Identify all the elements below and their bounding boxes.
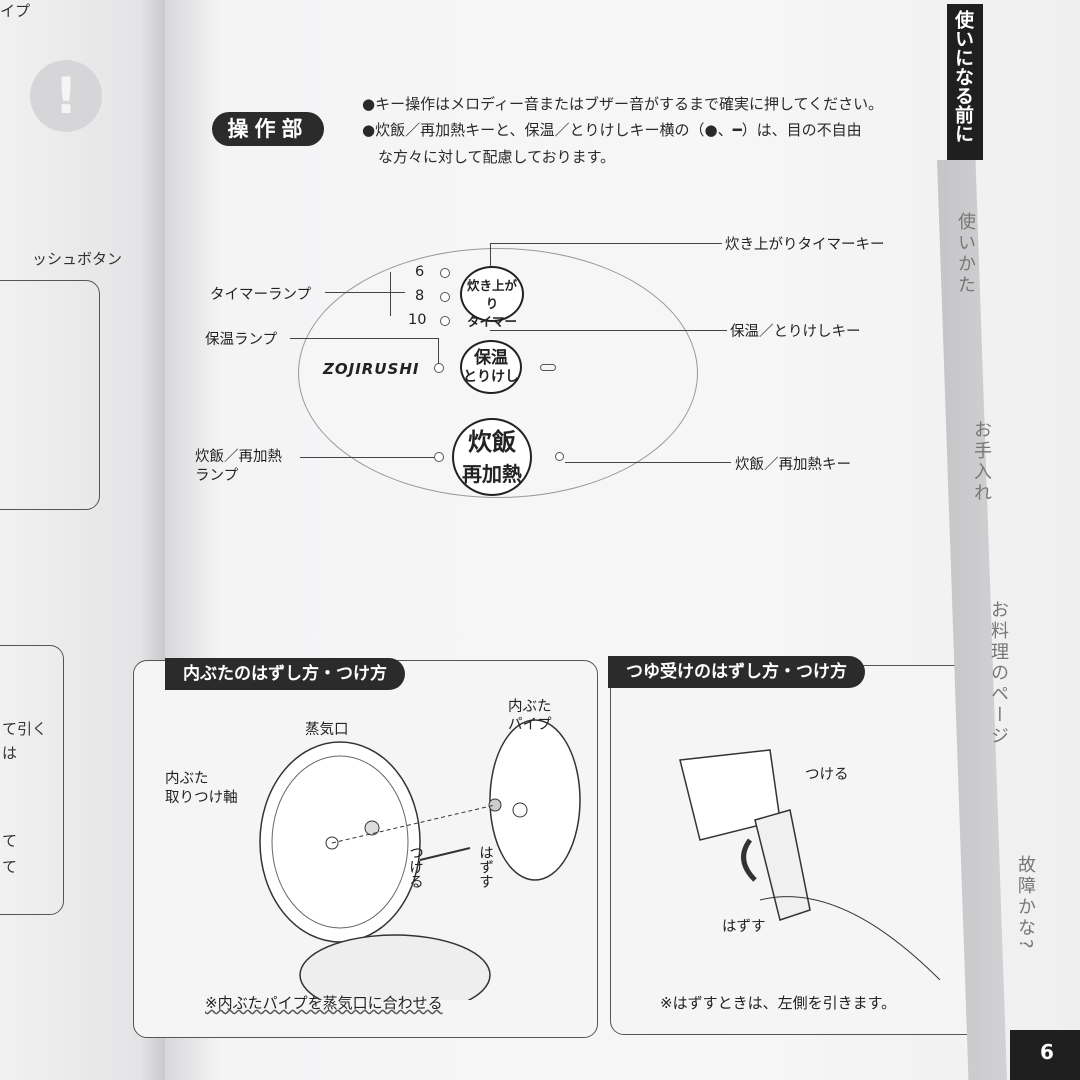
timer-key[interactable]: 炊き上がり タイマー: [460, 266, 524, 329]
left-page-text: て: [2, 832, 18, 850]
keep-warm-key[interactable]: 保温 とりけし: [460, 340, 522, 394]
leader-line: [490, 330, 727, 331]
cook-lamp: [434, 452, 444, 462]
note-line: ●キー操作はメロディー音またはブザー音がするまで確実に押してください。: [362, 95, 884, 113]
cook-key[interactable]: 炊飯 再加熱: [452, 418, 532, 496]
inner-lid-note: ※内ぶたパイプを蒸気口に合わせる: [205, 994, 443, 1012]
left-page-text: て引く: [2, 720, 48, 738]
timer-key-label: タイマー: [466, 314, 517, 329]
cook-key-label: 再加熱: [462, 462, 522, 486]
tab-usage[interactable]: 使いかた: [955, 212, 976, 296]
timer-lamp-10: [440, 316, 450, 326]
left-page-text: ッシュボタン: [32, 250, 123, 268]
dew-note: ※はずすときは、左側を引きます。: [660, 994, 897, 1012]
left-page-text: イプ: [0, 2, 31, 20]
leader-line: [300, 457, 434, 458]
tab-troubleshooting[interactable]: 故障かな?: [1015, 855, 1036, 952]
cook-key-label: 炊飯: [468, 428, 516, 456]
label-timer-key: 炊き上がりタイマーキー: [725, 237, 885, 253]
note-line: ●炊飯／再加熱キーと、保温／とりけしキー横の（●、━）は、目の不自由: [362, 121, 862, 139]
tab-care[interactable]: お手入れ: [971, 420, 992, 504]
keep-warm-key-label: 保温: [474, 348, 508, 368]
left-page-text: は: [2, 744, 18, 762]
inner-lid-illustration: [259, 719, 581, 1000]
dew-collector-illustration: [679, 749, 941, 980]
left-page-box: [0, 280, 100, 510]
note-line: な方々に対して配慮しております。: [378, 148, 616, 166]
dew-collector-box: [610, 665, 993, 1035]
keep-warm-key-label: とりけし: [463, 369, 519, 385]
left-page-box: [0, 645, 64, 915]
tactile-dash-icon: [540, 364, 556, 371]
timer-10: 10: [408, 312, 427, 328]
leader-line: [438, 338, 439, 364]
timer-8: 8: [415, 288, 425, 304]
dew-attach-label: つける: [805, 767, 849, 783]
left-page-text: て: [2, 858, 18, 876]
label-cook-lamp: 炊飯／再加熱ランプ: [195, 449, 282, 484]
keep-warm-lamp: [434, 363, 444, 373]
lid-shaft-label: 内ぶた取りつけ軸: [165, 771, 238, 806]
lid-pipe-label: 内ぶたパイプ: [508, 699, 552, 733]
inner-lid-title: 内ぶたのはずし方・つけ方: [165, 658, 405, 690]
tab-active-label: 使いになる前に: [947, 4, 983, 160]
label-timer-lamp: タイマーランプ: [210, 287, 312, 303]
attach-label: つける: [407, 845, 423, 889]
warning-icon: !: [30, 60, 102, 132]
remove-label: はずす: [477, 845, 493, 889]
section-tag: 操作部: [212, 112, 324, 146]
steam-port-label: 蒸気口: [305, 722, 349, 738]
leader-line: [565, 462, 731, 463]
leader-line: [290, 338, 438, 339]
dew-collector-title: つゆ受けのはずし方・つけ方: [608, 656, 865, 688]
page-number: 6: [1010, 1030, 1080, 1080]
timer-lamp-6: [440, 268, 450, 278]
timer-key-label: 炊き上がり: [466, 278, 517, 311]
leader-line: [490, 243, 491, 267]
tactile-dot-icon: [555, 452, 564, 461]
timer-lamp-8: [440, 292, 450, 302]
leader-line: [325, 292, 405, 293]
leader-line: [490, 243, 722, 244]
tab-active[interactable]: 使いになる前に: [935, 0, 990, 160]
left-page: イプ ! ッシュボタン て引く は て て: [0, 0, 165, 1080]
dew-remove-label: はずす: [722, 919, 766, 935]
tab-recipes[interactable]: お料理のページ: [988, 600, 1009, 747]
leader-line: [390, 272, 391, 316]
brand-logo: ZOJIRUSHI: [323, 360, 420, 378]
label-cook-key: 炊飯／再加熱キー: [735, 457, 851, 473]
timer-6: 6: [415, 264, 425, 280]
label-keep-warm-key: 保温／とりけしキー: [730, 324, 861, 340]
label-keep-warm-lamp: 保温ランプ: [205, 332, 278, 348]
